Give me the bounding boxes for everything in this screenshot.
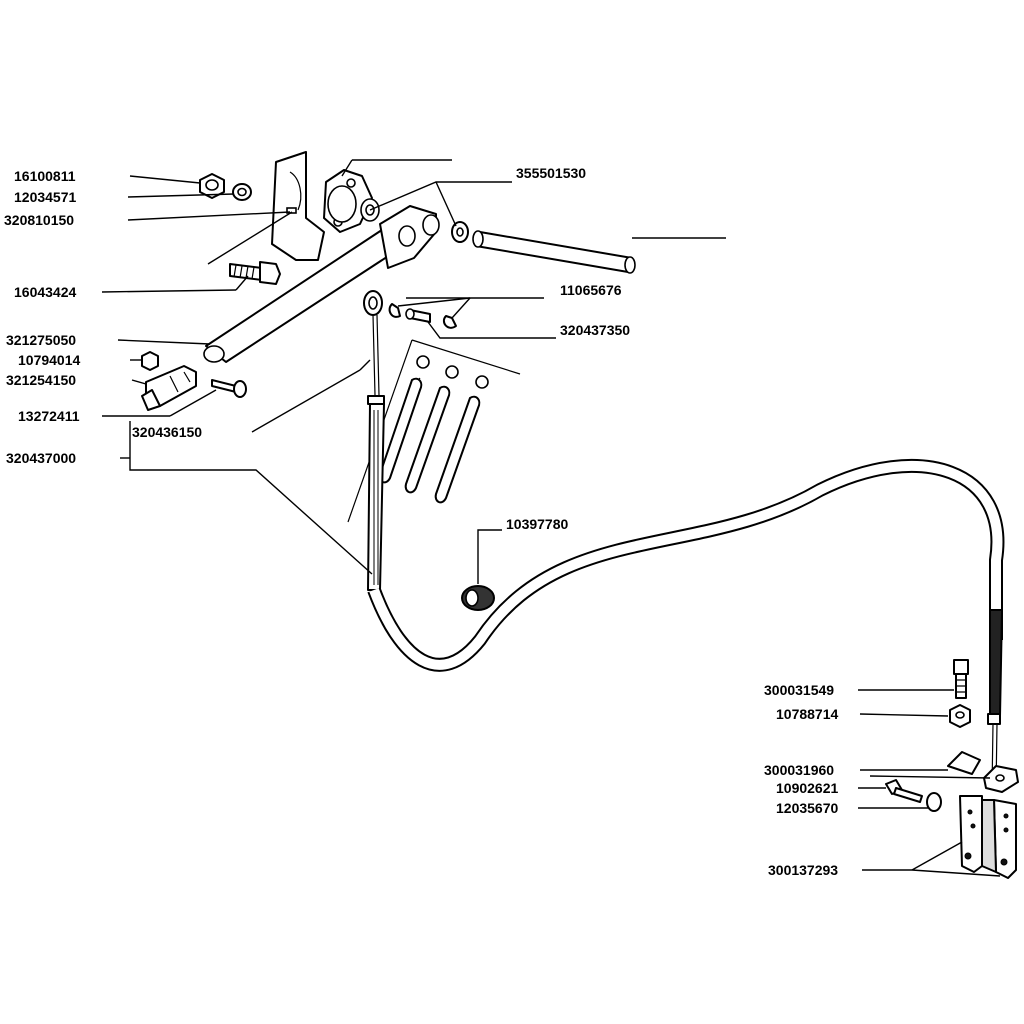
- gate-plate: [347, 339, 521, 523]
- part-number-320437350: 320437350: [560, 322, 630, 338]
- part-number-321275050: 321275050: [6, 332, 76, 348]
- fork-plates: [959, 795, 1017, 879]
- part-number-11065676: 11065676: [560, 282, 622, 298]
- part-number-16043424: 16043424: [14, 284, 77, 300]
- leader-lines: [101, 159, 1001, 877]
- small-bolt: [885, 779, 923, 803]
- part-number-321254150: 321254150: [6, 372, 76, 388]
- anchor-bracket: [947, 751, 1019, 793]
- pivot-washer: [451, 221, 469, 243]
- grommet: [461, 585, 495, 611]
- part-number-12035670: 12035670: [776, 800, 839, 816]
- flange-bearing: [323, 169, 380, 233]
- washer: [232, 183, 252, 201]
- brake-cable: [367, 403, 1005, 791]
- part-number-16100811: 16100811: [14, 168, 76, 184]
- part-labels: 16100811 12034571 320810150 16043424 321…: [4, 165, 839, 878]
- part-number-10902621: 10902621: [776, 780, 839, 796]
- small-nut: [141, 351, 159, 371]
- part-number-320437000: 320437000: [6, 450, 76, 466]
- clevis-pin: [405, 308, 431, 323]
- part-number-10794014: 10794014: [18, 352, 81, 368]
- part-number-300031549: 300031549: [764, 682, 834, 698]
- cable-eye-end: [363, 290, 385, 405]
- part-number-355501530: 355501530: [516, 165, 586, 181]
- bolt: [229, 261, 281, 285]
- part-number-320436150: 320436150: [132, 424, 202, 440]
- lever-arm: [203, 205, 440, 363]
- cable-clip: [141, 365, 197, 411]
- pivot-pin: [472, 230, 636, 274]
- hex-nut: [949, 704, 971, 728]
- cap-screw: [953, 659, 969, 699]
- part-number-320810150: 320810150: [4, 212, 74, 228]
- nut: [199, 173, 225, 199]
- circlip: [388, 303, 457, 329]
- part-number-10397780: 10397780: [506, 516, 569, 532]
- part-number-300137293: 300137293: [768, 862, 838, 878]
- mounting-bracket: [271, 151, 325, 261]
- part-number-300031960: 300031960: [764, 762, 834, 778]
- screw: [211, 379, 247, 398]
- part-number-12034571: 12034571: [14, 189, 77, 205]
- part-number-10788714: 10788714: [776, 706, 839, 722]
- part-number-13272411: 13272411: [18, 408, 80, 424]
- spring-washer: [926, 792, 942, 812]
